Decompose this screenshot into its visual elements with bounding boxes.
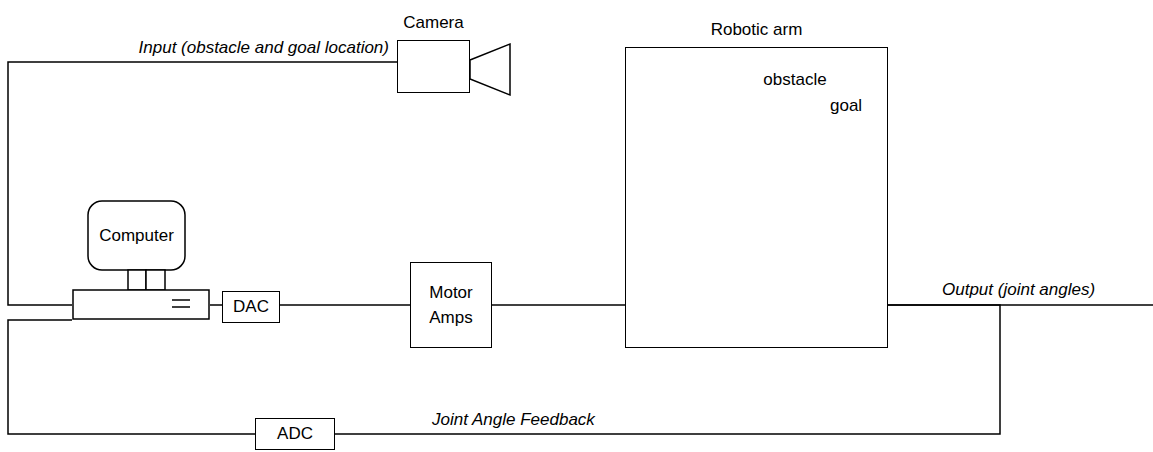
monitor-neck xyxy=(128,270,146,290)
box-label: Motor Amps xyxy=(411,280,491,331)
signal-label: Input (obstacle and goal location) xyxy=(137,38,391,58)
computer-unit: Computer xyxy=(72,200,210,320)
obstacle-label: obstacle xyxy=(761,70,828,90)
signal-line xyxy=(210,304,222,306)
dac-box: DAC xyxy=(222,291,280,323)
monitor xyxy=(88,201,185,270)
box-label: Computer xyxy=(88,201,185,270)
computer-base xyxy=(73,290,209,319)
signal-line xyxy=(492,304,625,306)
signal-line xyxy=(280,304,410,306)
output-label: Output (joint angles) xyxy=(940,280,1097,300)
goal-label: goal xyxy=(828,96,864,116)
signal-line xyxy=(8,320,255,434)
camera-body: Camera xyxy=(397,40,470,93)
adc-box: ADC xyxy=(255,418,335,450)
computer-outline xyxy=(72,200,210,320)
robot-frame: Robotic arm xyxy=(625,47,888,348)
signal-line xyxy=(8,62,397,305)
box-label: ADC xyxy=(277,421,313,447)
box-label: DAC xyxy=(233,294,269,320)
heading-label: Camera xyxy=(403,10,463,36)
signal-label: Joint Angle Feedback xyxy=(430,410,597,430)
motor-amps-box: Motor Amps xyxy=(410,262,492,348)
heading-label: Robotic arm xyxy=(711,17,803,43)
camera-lens xyxy=(470,44,510,95)
drive-slot xyxy=(172,299,190,301)
drive-slot xyxy=(172,306,190,308)
monitor-neck xyxy=(146,270,165,290)
